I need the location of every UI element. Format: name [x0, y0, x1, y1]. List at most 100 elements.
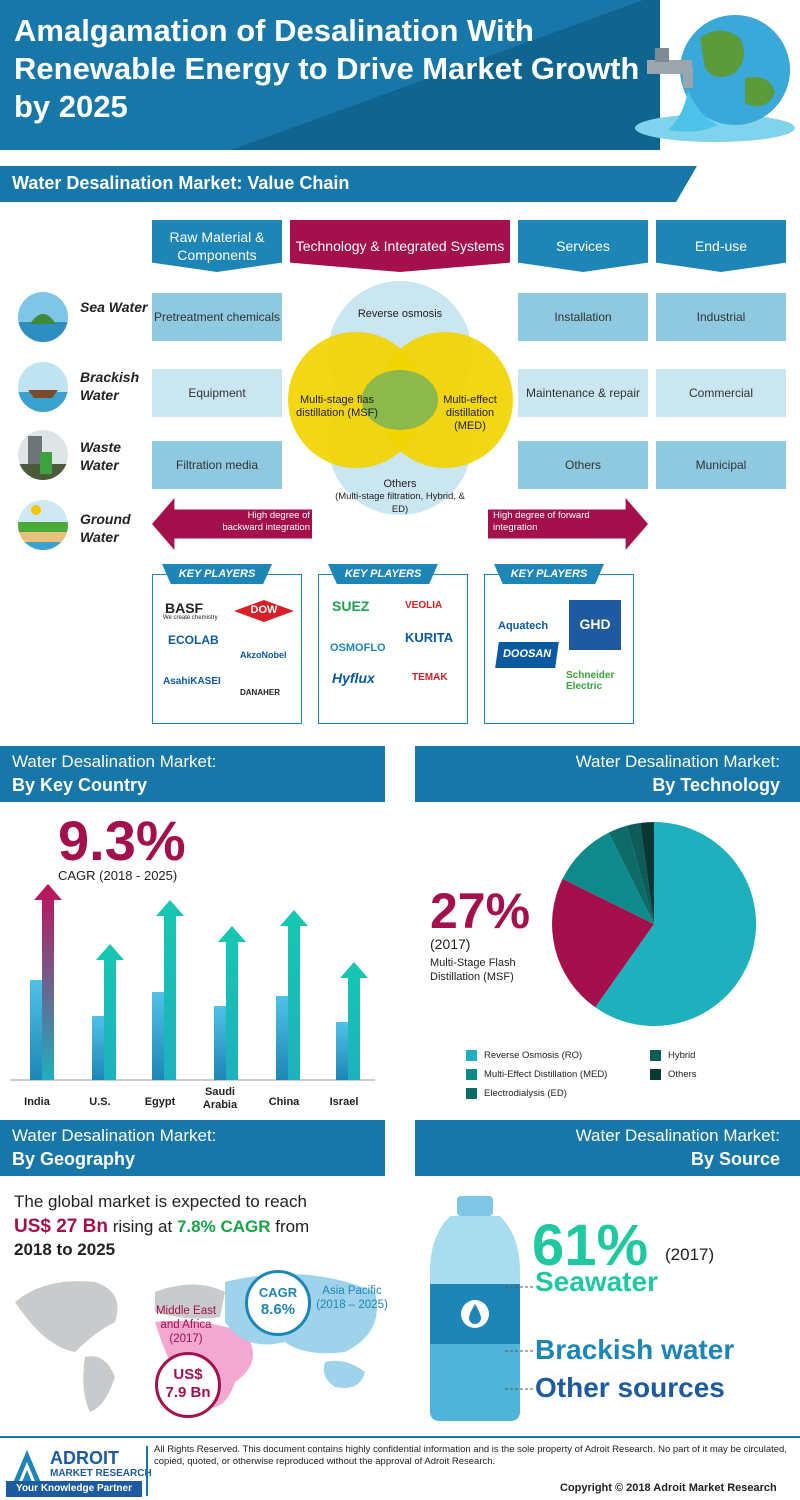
country-label-saudi: Saudi Arabia — [202, 1086, 238, 1111]
geography-text-mid: rising at — [107, 1217, 177, 1236]
mea-value-l1: US$ — [173, 1366, 203, 1383]
legend-hybrid: Hybrid — [668, 1050, 696, 1061]
pie-slice-others — [640, 822, 654, 924]
apac-cagr-value: 8.6% — [260, 1301, 296, 1318]
column-technology: Technology & Integrated Systems — [290, 220, 510, 272]
column-end-use: End-use — [656, 220, 786, 272]
geography-title-l1: Water Desalination Market: — [12, 1126, 217, 1145]
legend-others: Others — [668, 1069, 697, 1080]
legend-swatch-ro — [466, 1050, 477, 1061]
asahikasei-logo: AsahiKASEI — [163, 676, 221, 687]
apac-cagr-badge — [245, 1270, 311, 1336]
end-use-municipal: Municipal — [656, 441, 786, 489]
source-title-l1: Water Desalination Market: — [575, 1126, 780, 1145]
apac-label: Asia Pacific (2018 – 2025) — [316, 1285, 388, 1311]
aquatech-logo: Aquatech — [498, 620, 549, 632]
schneider-logo: Schneider Electric — [566, 670, 615, 692]
basf-logo: BASF — [165, 600, 204, 616]
service-others: Others — [518, 441, 648, 489]
key-players-tag: KEY PLAYERS — [328, 564, 438, 584]
technology-msf-value: 27% — [430, 883, 531, 939]
technology-msf-label: Multi-Stage Flash Distillation (MSF) — [430, 957, 516, 983]
raw-material-filtration: Filtration media — [152, 441, 282, 489]
country-label-india: India — [24, 1096, 50, 1108]
mea-label: Middle East and Africa (2017) — [155, 1305, 217, 1345]
footer-disclaimer: All Rights Reserved. This document conta… — [154, 1444, 787, 1467]
tech-reverse-osmosis: Reverse osmosis — [357, 308, 443, 320]
waste-water-icon — [18, 430, 68, 480]
pie-slice-msf — [552, 878, 654, 1008]
technology-msf-year: (2017) — [430, 936, 471, 952]
temak-logo: TEMAK — [412, 672, 448, 683]
value-chain-title-bar: Water Desalination Market: Value Chain — [0, 166, 697, 202]
page-title: Amalgamation of Desalination With Renewa… — [14, 13, 640, 124]
end-use-commercial: Commercial — [656, 369, 786, 417]
service-installation: Installation — [518, 293, 648, 341]
technology-title-l1: Water Desalination Market: — [575, 752, 780, 771]
suez-logo: SUEZ — [332, 598, 370, 614]
pie-slice-hybrid — [627, 823, 654, 924]
ground-water-icon — [18, 500, 68, 550]
value-chain-title: Water Desalination Market: Value Chain — [12, 173, 350, 193]
legend-med: Multi-Effect Distillation (MED) — [484, 1069, 608, 1080]
country-cagr-label: CAGR (2018 - 2025) — [58, 868, 178, 883]
geography-text-l1: The global market is expected to reach — [14, 1192, 307, 1211]
country-title-l1: Water Desalination Market: — [12, 752, 217, 771]
arrow-israel — [336, 962, 368, 1080]
osmoflo-logo: OSMOFLO — [330, 642, 386, 654]
source-sea-water: Sea Water — [80, 299, 148, 315]
dow-logo: DOW — [234, 600, 294, 622]
column-raw-material: Raw Material & Components — [152, 220, 282, 272]
geography-title-band: Water Desalination Market: By Geography — [0, 1120, 385, 1176]
tech-others-detail: (Multi-stage filtration, Hybrid, & ED) — [335, 491, 465, 515]
hyflux-logo: Hyflux — [332, 670, 375, 686]
geography-cagr: 7.8% CAGR — [176, 1217, 271, 1236]
technology-pie-chart — [552, 822, 757, 1026]
header-accent — [0, 0, 660, 150]
legend-ro: Reverse Osmosis (RO) — [484, 1050, 583, 1061]
country-label-egypt: Egypt — [144, 1096, 176, 1108]
sea-water-icon — [18, 292, 68, 342]
footer-logo-l2: MARKET RESEARCH — [50, 1468, 152, 1479]
raw-material-pretreatment: Pretreatment chemicals — [152, 293, 282, 341]
source-seawater: Seawater — [535, 1266, 658, 1297]
brackish-water-icon — [18, 362, 68, 412]
globe-faucet-icon — [635, 15, 795, 142]
tech-others: Others — [383, 478, 417, 490]
end-use-industrial: Industrial — [656, 293, 786, 341]
legend-ed: Electrodialysis (ED) — [484, 1088, 567, 1099]
column-services: Services — [518, 220, 648, 272]
key-players-tag: KEY PLAYERS — [494, 564, 604, 584]
source-seawater-year: (2017) — [665, 1245, 715, 1264]
pie-slice-med — [562, 832, 654, 924]
key-players-raw-box — [152, 574, 302, 724]
country-cagr-value: 9.3% — [58, 809, 186, 872]
footer-copyright: Copyright © 2018 Adroit Market Research — [560, 1482, 777, 1494]
country-growth-arrows — [10, 884, 375, 1081]
source-seawater-value: 61% — [532, 1213, 649, 1278]
technology-title-l2: By Technology — [652, 775, 780, 795]
mea-value-l2: 7.9 Bn — [165, 1384, 211, 1401]
forward-integration-label: High degree of forward integration — [493, 510, 590, 533]
arrow-india — [30, 884, 62, 1080]
raw-material-equipment: Equipment — [152, 369, 282, 417]
geography-years: 2018 to 2025 — [14, 1240, 116, 1259]
doosan-logo: DOOSAN — [495, 642, 559, 668]
footer-tagline: Your Knowledge Partner — [6, 1481, 142, 1497]
legend-swatch-hybrid — [650, 1050, 661, 1061]
arrow-egypt — [152, 900, 184, 1080]
legend-swatch-others — [650, 1069, 661, 1080]
footer-logo-l1: ADROIT — [50, 1448, 119, 1468]
arrow-saudi — [214, 926, 246, 1080]
footer-vertical-divider — [146, 1446, 148, 1496]
country-label-us: U.S. — [89, 1096, 111, 1108]
basf-tagline: We create chemistry — [163, 615, 218, 621]
source-title-band: Water Desalination Market: By Source — [415, 1120, 800, 1176]
country-label-china: China — [268, 1096, 300, 1108]
backward-integration-label: High degree of backward integration — [222, 510, 310, 533]
geography-title-l2: By Geography — [12, 1149, 136, 1169]
technology-title-band: Water Desalination Market: By Technology — [415, 746, 800, 802]
adroit-logo-icon — [10, 1450, 44, 1490]
source-leader-lines — [505, 1286, 535, 1390]
ecolab-logo: ECOLAB — [168, 633, 219, 647]
